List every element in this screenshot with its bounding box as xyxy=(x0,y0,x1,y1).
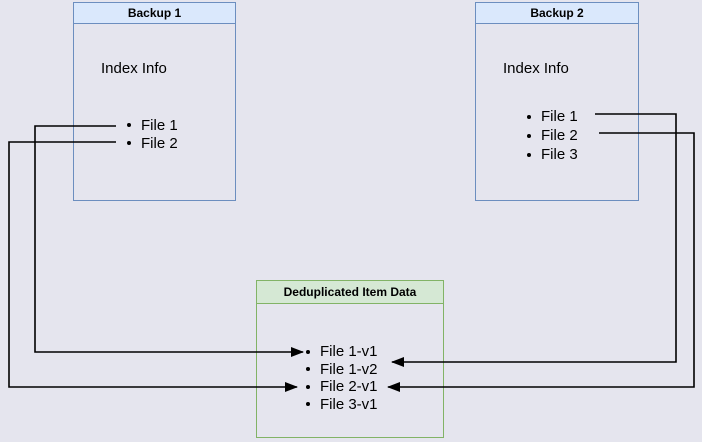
dedup-title: Deduplicated Item Data xyxy=(257,281,443,304)
bullet-icon xyxy=(527,152,531,157)
bullet-icon xyxy=(306,367,310,372)
dedup-item-file1-v2: File 1-v2 xyxy=(320,360,378,378)
bullet-icon xyxy=(527,133,531,138)
backup1-title: Backup 1 xyxy=(74,3,235,24)
bullet-icon xyxy=(306,384,310,389)
dedup-item-file3-v1: File 3-v1 xyxy=(320,395,378,413)
list-item: File 2-v1 xyxy=(306,378,378,396)
backup2-file-1: File 1 xyxy=(541,108,578,125)
dedup-item-file1-v1: File 1-v1 xyxy=(320,343,378,361)
bullet-icon xyxy=(527,114,531,119)
list-item: File 1 xyxy=(127,116,178,134)
bullet-icon xyxy=(127,141,131,145)
backup1-index-info-label: Index Info xyxy=(101,60,167,77)
list-item: File 3-v1 xyxy=(306,396,378,414)
bullet-icon xyxy=(127,123,131,127)
dedup-box: Deduplicated Item Data File 1-v1 File 1-… xyxy=(256,280,444,438)
list-item: File 2 xyxy=(527,126,578,145)
list-item: File 1-v2 xyxy=(306,361,378,379)
backup2-box: Backup 2 Index Info File 1 File 2 File 3 xyxy=(475,2,639,201)
backup2-file-3: File 3 xyxy=(541,146,578,163)
bullet-icon xyxy=(306,349,310,354)
backup2-index-info-label: Index Info xyxy=(503,60,569,77)
dedup-item-file2-v1: File 2-v1 xyxy=(320,378,378,396)
backup2-file-list: File 1 File 2 File 3 xyxy=(527,107,578,164)
backup1-box: Backup 1 Index Info File 1 File 2 xyxy=(73,2,236,201)
bullet-icon xyxy=(306,402,310,407)
dedup-item-list: File 1-v1 File 1-v2 File 2-v1 File 3-v1 xyxy=(306,343,378,413)
list-item: File 2 xyxy=(127,134,178,152)
backup1-file-2: File 2 xyxy=(141,134,178,152)
backup1-file-1: File 1 xyxy=(141,116,178,134)
list-item: File 3 xyxy=(527,145,578,164)
backup2-title: Backup 2 xyxy=(476,3,638,24)
backup2-file-2: File 2 xyxy=(541,127,578,144)
list-item: File 1 xyxy=(527,107,578,126)
list-item: File 1-v1 xyxy=(306,343,378,361)
backup1-file-list: File 1 File 2 xyxy=(127,116,178,152)
